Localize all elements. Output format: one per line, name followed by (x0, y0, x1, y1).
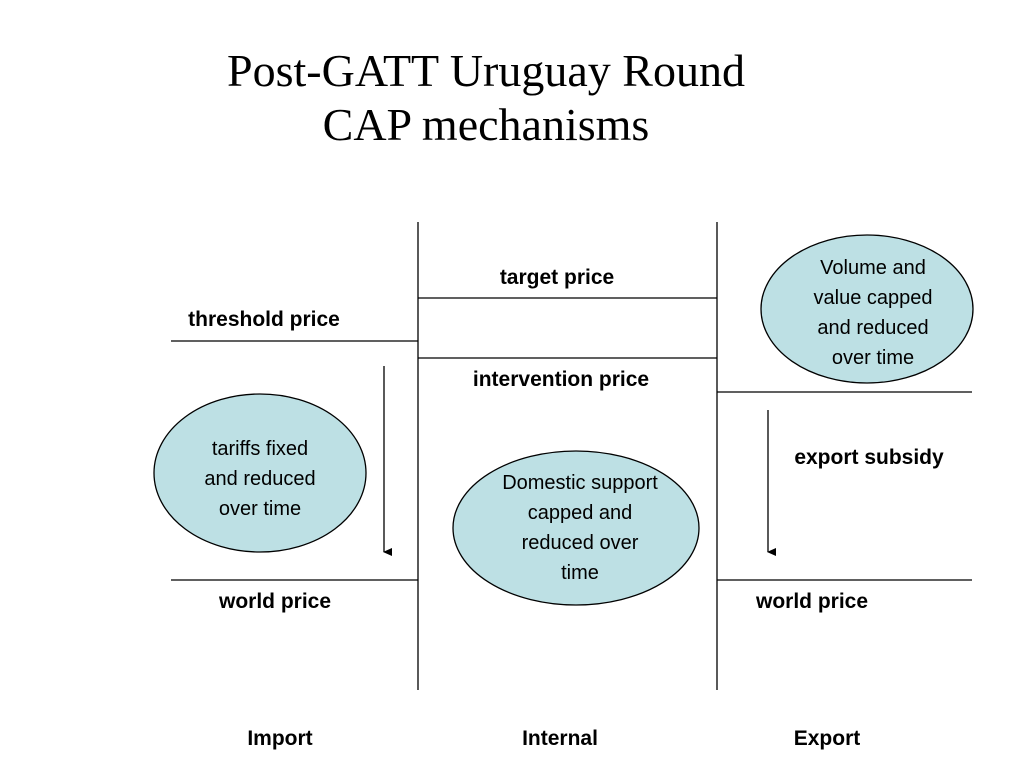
threshold-price-label: threshold price (188, 308, 340, 331)
intervention-price-label: intervention price (472, 368, 650, 391)
domestic-support-text: Domestic support capped and reduced over… (502, 472, 658, 584)
world-price-import-label: world price (218, 590, 332, 613)
title-line-1: Post-GATT Uruguay Round (227, 45, 745, 96)
export-volume-text: Volume and value capped and reduced over… (813, 257, 933, 369)
title-line-2: CAP mechanisms (322, 99, 650, 150)
tariffs-oval (153, 393, 367, 553)
tariffs-text: tariffs fixed and reduced over time (204, 438, 316, 520)
column-export-label: Export (793, 727, 861, 750)
column-import-label: Import (247, 727, 313, 750)
page-title: Post-GATT Uruguay Round CAP mechanisms (0, 44, 972, 152)
export-subsidy-label: export subsidy (794, 446, 944, 469)
target-price-label: target price (499, 266, 615, 289)
world-price-export-label: world price (755, 590, 869, 613)
column-internal-label: Internal (522, 727, 598, 750)
export-volume-oval (760, 234, 974, 384)
domestic-support-oval (452, 450, 700, 606)
